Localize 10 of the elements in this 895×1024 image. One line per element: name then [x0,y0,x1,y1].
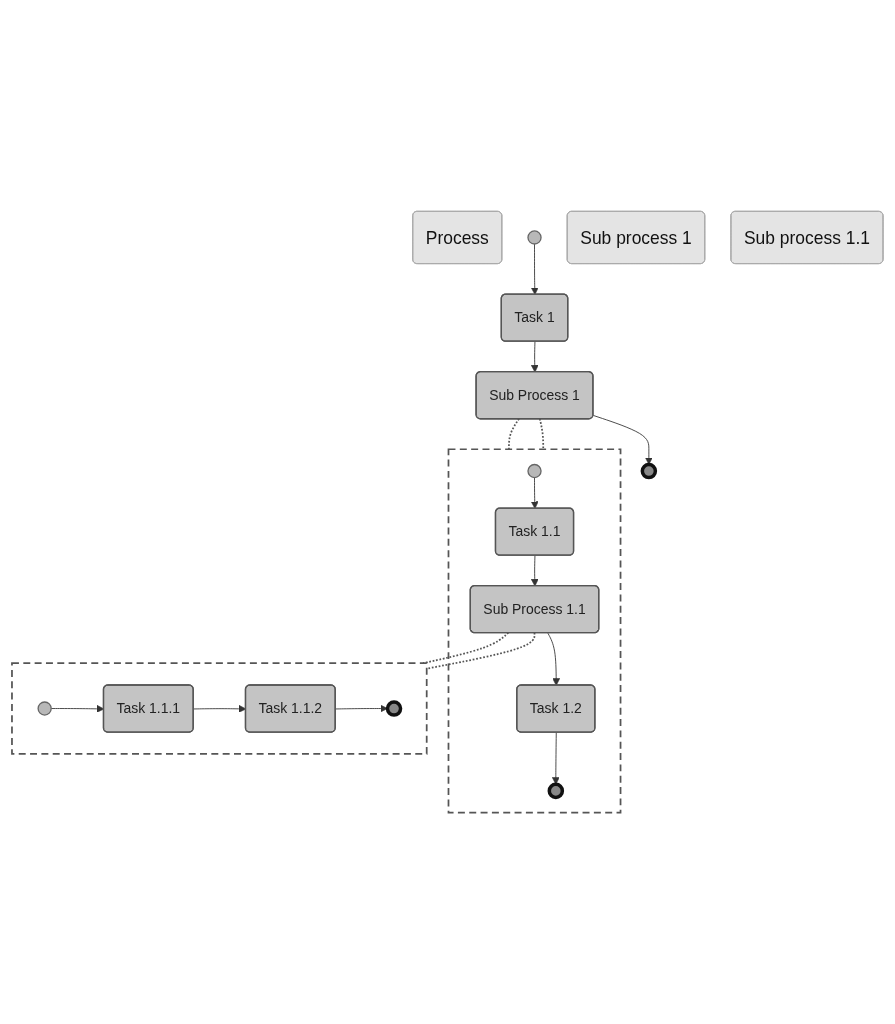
node-circle [527,463,542,479]
node-circle [37,701,52,716]
connector [508,417,520,451]
node-circle [527,230,542,245]
node-circle [640,462,658,480]
cluster [447,448,622,814]
connector [538,417,545,451]
node-circle [547,782,565,800]
node-circle [385,700,403,717]
cluster [11,662,428,755]
